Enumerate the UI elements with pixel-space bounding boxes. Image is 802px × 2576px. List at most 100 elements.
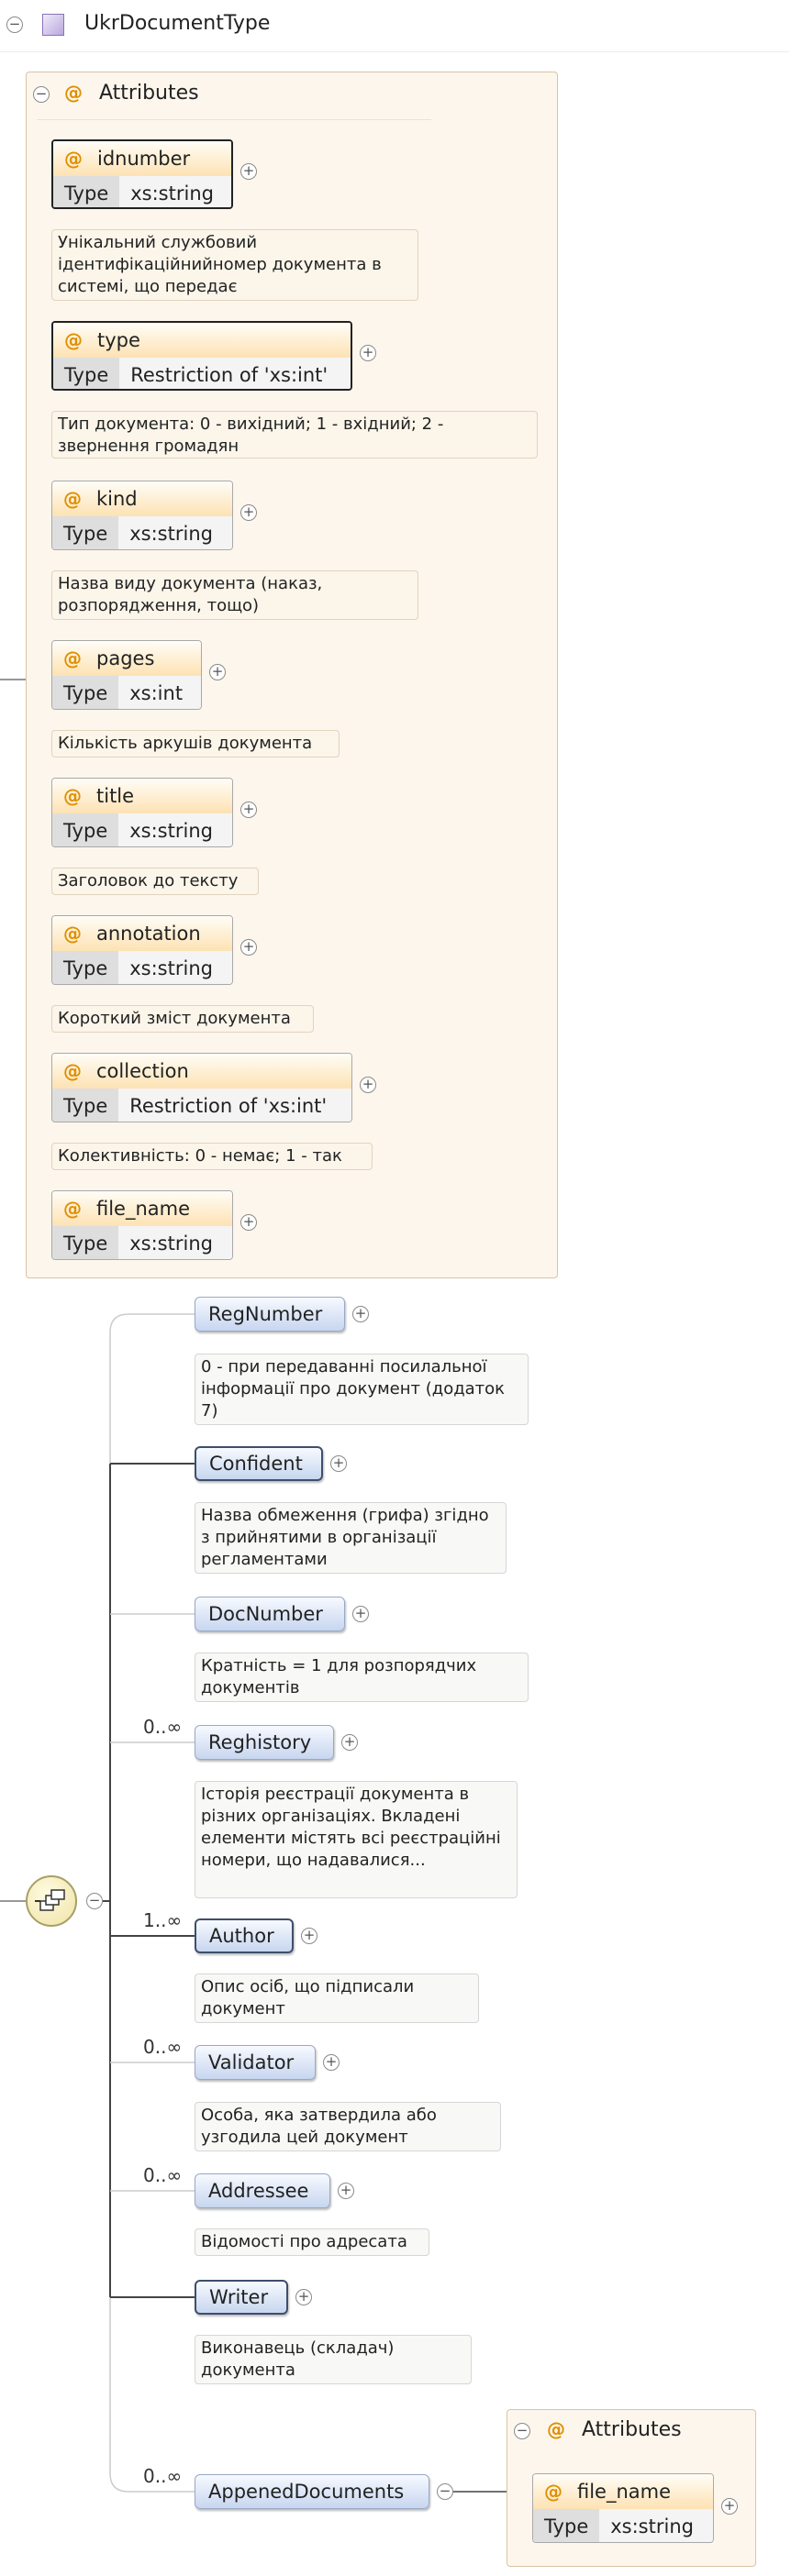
attribute-name: type xyxy=(97,329,140,351)
element-confident[interactable]: Confident xyxy=(195,1446,323,1481)
attribute-type: xs:string xyxy=(118,951,232,984)
element-doc-regnumber: 0 - при передаванні посилальної інформац… xyxy=(195,1354,529,1425)
expand-toggle-docnumber[interactable]: + xyxy=(352,1606,369,1622)
attribute-icon: @ xyxy=(63,1198,82,1220)
expand-toggle-annotation[interactable]: + xyxy=(240,939,257,956)
collapse-toggle-appended-attributes[interactable]: − xyxy=(514,2423,530,2439)
expand-toggle-appended-file-name[interactable]: + xyxy=(721,2498,738,2515)
element-doc-reghistory: Історія реєстрації документа в різних ор… xyxy=(195,1781,518,1898)
attribute-icon: @ xyxy=(63,647,82,669)
expand-toggle-title[interactable]: + xyxy=(240,802,257,818)
expand-toggle-reghistory[interactable]: + xyxy=(341,1734,358,1751)
type-label: Type xyxy=(52,1089,119,1122)
expand-toggle-type[interactable]: + xyxy=(360,345,376,361)
element-doc-writer: Виконавець (складач) документа xyxy=(195,2335,472,2384)
expand-toggle-collection[interactable]: + xyxy=(360,1077,376,1093)
attribute-group-icon: @ xyxy=(547,2418,565,2440)
complex-type-icon xyxy=(42,14,64,36)
collapse-toggle-attributes[interactable]: − xyxy=(33,86,50,103)
attribute-name: file_name xyxy=(96,1198,191,1220)
attribute-doc-collection: Колективність: 0 - немає; 1 - так xyxy=(51,1143,373,1170)
attribute-doc-kind: Назва виду документа (наказ, розпоряджен… xyxy=(51,570,418,620)
attribute-name: pages xyxy=(96,647,155,669)
element-doc-docnumber: Кратність = 1 для розпорядчих документів xyxy=(195,1653,529,1702)
element-doc-validator: Особа, яка затвердила або узгодила цей д… xyxy=(195,2102,501,2151)
element-validator[interactable]: Validator xyxy=(195,2045,316,2080)
attributes-group-title: Attributes xyxy=(99,82,199,105)
attribute-type: xs:string xyxy=(599,2509,713,2542)
sequence-glyph xyxy=(35,1889,65,1911)
attributes-title-divider xyxy=(37,119,431,120)
attribute-doc-idnumber: Унікальний службовий ідентифікаційнийном… xyxy=(51,229,418,301)
attribute-doc-pages: Кількість аркушів документа xyxy=(51,730,340,757)
attribute-name: kind xyxy=(96,488,138,510)
attribute-type: xs:int xyxy=(118,676,201,709)
element-author[interactable]: Author xyxy=(195,1918,294,1953)
expand-toggle-writer[interactable]: + xyxy=(295,2289,312,2305)
cardinality-appeneddocuments: 0..∞ xyxy=(143,2465,183,2487)
type-label: Type xyxy=(52,676,119,709)
attribute-icon: @ xyxy=(63,785,82,807)
collapse-toggle-complex-type[interactable]: − xyxy=(6,17,23,33)
cardinality-validator: 0..∞ xyxy=(143,2036,183,2058)
attribute-doc-annotation: Короткий зміст документа xyxy=(51,1005,314,1033)
type-label: Type xyxy=(52,951,119,984)
attribute-type: xs:string xyxy=(119,176,231,207)
expand-toggle-kind[interactable]: + xyxy=(240,504,257,521)
expand-toggle-pages[interactable]: + xyxy=(209,664,226,680)
expand-toggle-idnumber[interactable]: + xyxy=(240,163,257,180)
attribute-icon: @ xyxy=(544,2481,563,2503)
type-label: Type xyxy=(533,2509,600,2542)
element-addressee[interactable]: Addressee xyxy=(195,2173,330,2208)
attribute-name: title xyxy=(96,785,135,807)
expand-toggle-author[interactable]: + xyxy=(301,1928,317,1944)
type-label: Type xyxy=(53,358,120,389)
attribute-icon: @ xyxy=(64,148,83,170)
attribute-type: Restriction of 'xs:int' xyxy=(118,1089,351,1122)
type-label: Type xyxy=(53,176,120,207)
expand-toggle-file-name[interactable]: + xyxy=(240,1214,257,1231)
attribute-doc-type: Тип документа: 0 - вихідний; 1 - вхідний… xyxy=(51,411,538,459)
attribute-group-icon: @ xyxy=(64,82,83,104)
cardinality-reghistory: 0..∞ xyxy=(143,1716,183,1738)
attribute-type: xs:string xyxy=(118,1226,232,1259)
element-writer[interactable]: Writer xyxy=(195,2280,288,2315)
attribute-icon: @ xyxy=(63,1060,82,1082)
expand-toggle-regnumber[interactable]: + xyxy=(352,1306,369,1322)
element-reghistory[interactable]: Reghistory xyxy=(195,1725,334,1760)
attribute-doc-title: Заголовок до тексту xyxy=(51,868,259,895)
element-regnumber[interactable]: RegNumber xyxy=(195,1297,345,1332)
element-docnumber[interactable]: DocNumber xyxy=(195,1597,345,1631)
element-appeneddocuments[interactable]: AppenedDocuments xyxy=(195,2474,429,2509)
attribute-type: xs:string xyxy=(118,516,232,549)
expand-toggle-confident[interactable]: + xyxy=(330,1455,347,1472)
cardinality-addressee: 0..∞ xyxy=(143,2164,183,2186)
attribute-icon: @ xyxy=(63,923,82,945)
type-label: Type xyxy=(52,1226,119,1259)
element-doc-author: Опис осіб, що підписали документ xyxy=(195,1973,479,2023)
expand-toggle-addressee[interactable]: + xyxy=(338,2183,354,2199)
collapse-toggle-sequence[interactable]: − xyxy=(86,1893,103,1909)
attribute-name: file_name xyxy=(577,2481,672,2503)
collapse-toggle-appeneddocuments[interactable]: − xyxy=(437,2483,453,2500)
attribute-type: Restriction of 'xs:int' xyxy=(119,358,351,389)
cardinality-author: 1..∞ xyxy=(143,1909,183,1931)
sequence-icon[interactable] xyxy=(26,1875,77,1927)
attribute-name: idnumber xyxy=(97,148,191,170)
type-label: Type xyxy=(52,516,119,549)
appended-attributes-title: Attributes xyxy=(582,2418,682,2441)
attribute-name: annotation xyxy=(96,923,201,945)
expand-toggle-validator[interactable]: + xyxy=(323,2054,340,2071)
element-doc-addressee: Відомості про адресата xyxy=(195,2228,429,2256)
attribute-type: xs:string xyxy=(118,813,232,846)
